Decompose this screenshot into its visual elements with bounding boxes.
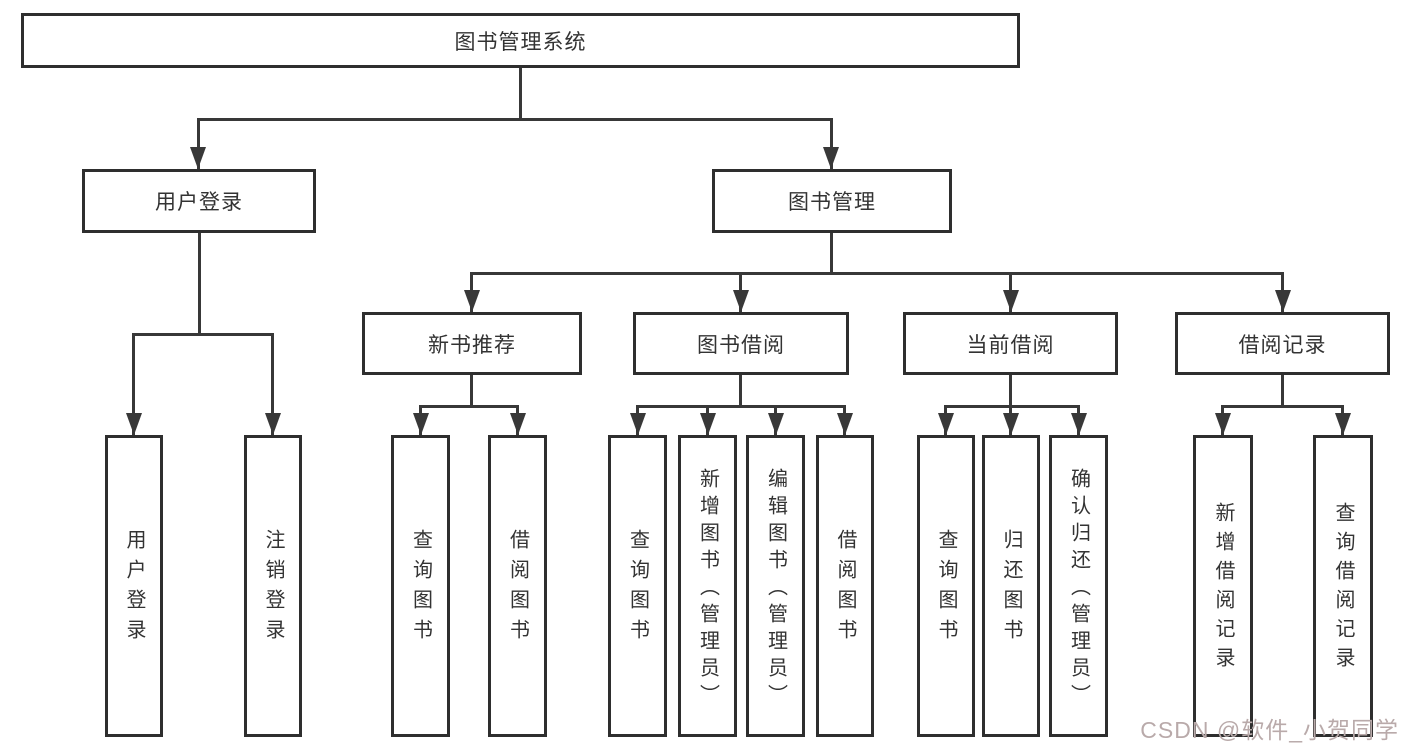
node-user-login: 用户登录 (82, 169, 316, 233)
connector-bookborrow-branch (636, 405, 846, 408)
arrowhead-cb3 (1071, 413, 1087, 435)
leaf-newbooks-query: 查询图书 (391, 435, 450, 737)
arrowhead-cb1 (938, 413, 954, 435)
leaf-borrow-borrow: 借阅图书 (816, 435, 874, 737)
arrowhead-bb2 (700, 413, 716, 435)
node-new-books: 新书推荐 (362, 312, 582, 375)
arrowhead-book-borrow (733, 290, 749, 312)
leaf-records-query: 查询借阅记录 (1313, 435, 1373, 737)
node-book-borrow: 图书借阅 (633, 312, 849, 375)
arrowhead-bb1 (630, 413, 646, 435)
connector-newbooks-stem (470, 375, 473, 405)
connector-newbooks-branch (419, 405, 519, 408)
arrowhead-leaf-logout (265, 413, 281, 435)
connector-currentborrow-branch (944, 405, 1080, 408)
connector-level2-branch (197, 118, 833, 121)
connector-bookmgmt-stem (830, 233, 833, 272)
connector-stem-leaf-logout (271, 333, 274, 435)
leaf-current-query: 查询图书 (917, 435, 975, 737)
arrowhead-nb2 (510, 413, 526, 435)
connector-currentborrow-stem (1009, 375, 1012, 405)
leaf-borrow-add-admin: 新增图书（管理员） (678, 435, 737, 737)
arrowhead-nb1 (413, 413, 429, 435)
leaf-records-add: 新增借阅记录 (1193, 435, 1253, 737)
connector-root-stem (519, 68, 522, 118)
node-current-borrow: 当前借阅 (903, 312, 1118, 375)
connector-bookborrow-stem (739, 375, 742, 405)
connector-userlogin-stem (198, 233, 201, 333)
leaf-user-login: 用户登录 (105, 435, 163, 737)
leaf-current-return: 归还图书 (982, 435, 1040, 737)
arrowhead-bb4 (837, 413, 853, 435)
arrowhead-cb2 (1003, 413, 1019, 435)
leaf-newbooks-borrow: 借阅图书 (488, 435, 547, 737)
arrowhead-new-books (464, 290, 480, 312)
connector-stem-user-login (197, 118, 200, 169)
arrowhead-bb3 (768, 413, 784, 435)
leaf-borrow-query: 查询图书 (608, 435, 667, 737)
leaf-borrow-edit-admin: 编辑图书（管理员） (746, 435, 805, 737)
csdn-watermark: CSDN @软件_小贺同学 (1140, 717, 1399, 743)
connector-borrowrecords-branch (1221, 405, 1344, 408)
leaf-current-confirm-admin: 确认归还（管理员） (1049, 435, 1108, 737)
node-book-mgmt: 图书管理 (712, 169, 952, 233)
arrowhead-br2 (1335, 413, 1351, 435)
connector-stem-leaf-login (132, 333, 135, 435)
leaf-logout: 注销登录 (244, 435, 302, 737)
arrowhead-borrow-records (1275, 290, 1291, 312)
arrowhead-br1 (1215, 413, 1231, 435)
connector-level3-branch (470, 272, 1284, 275)
connector-borrowrecords-stem (1281, 375, 1284, 405)
arrowhead-book-mgmt (823, 147, 839, 169)
node-borrow-records: 借阅记录 (1175, 312, 1390, 375)
node-root: 图书管理系统 (21, 13, 1020, 68)
connector-stem-book-mgmt (830, 118, 833, 169)
arrowhead-leaf-login (126, 413, 142, 435)
connector-userlogin-branch (132, 333, 274, 336)
arrowhead-current-borrow (1003, 290, 1019, 312)
arrowhead-user-login (190, 147, 206, 169)
